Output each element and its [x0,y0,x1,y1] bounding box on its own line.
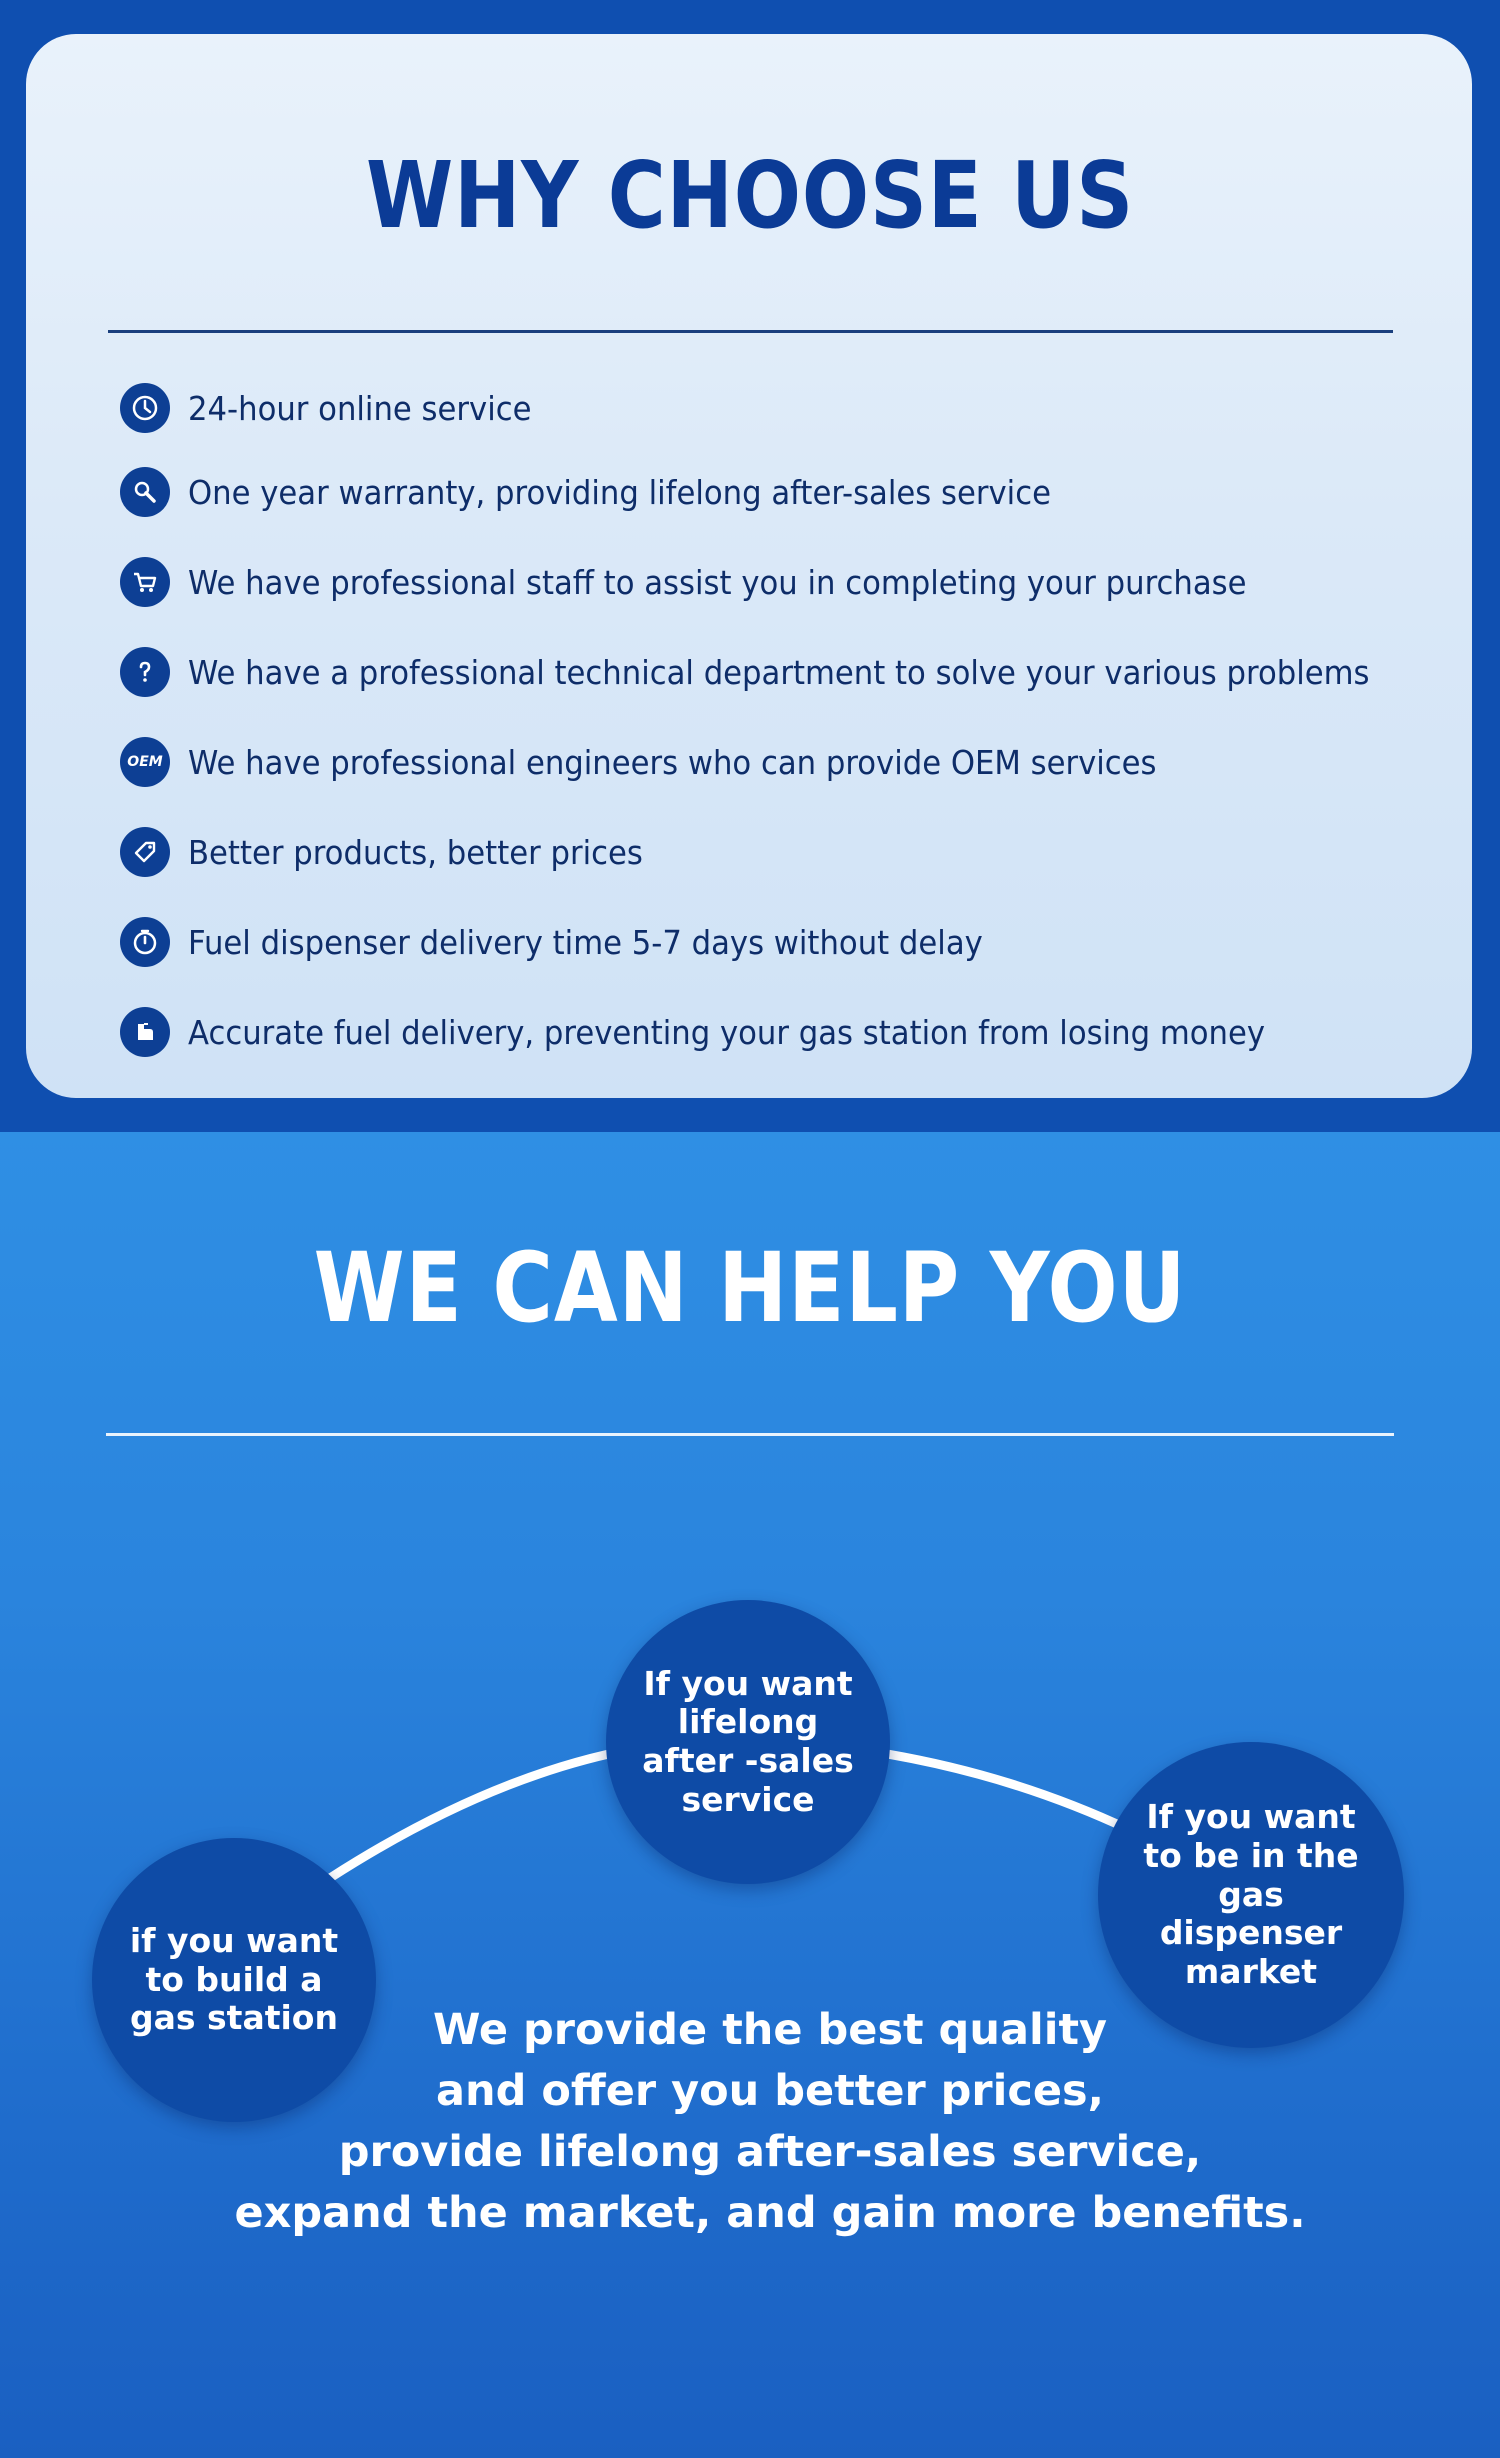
feature-text: 24-hour online service [188,388,532,428]
bubble-dispenser-market: If you want to be in the gas dispenser m… [1098,1742,1404,2048]
feature-text: We have professional staff to assist you… [188,562,1247,602]
feature-item-delivery-time: Fuel dispenser delivery time 5-7 days wi… [120,912,1420,972]
feature-item-accurate-fuel: Accurate fuel delivery, preventing your … [120,1002,1420,1062]
oem-icon: OEM [120,737,170,787]
why-choose-us-title: WHY CHOOSE US [365,142,1135,249]
summary-line: We provide the best quality [432,2005,1108,2055]
summary-line: expand the market, and gain more benefit… [234,2188,1306,2239]
clock-icon [120,383,170,433]
feature-text: We have a professional technical departm… [188,652,1370,692]
feature-text: Accurate fuel delivery, preventing your … [188,1012,1265,1052]
summary-line: and offer you better prices, [436,2066,1104,2117]
feature-item-technical: We have a professional technical departm… [120,642,1420,702]
feature-text: Better products, better prices [188,832,643,872]
feature-text: Fuel dispenser delivery time 5-7 days wi… [188,922,983,962]
bubble-text: if you want to build a gas station [129,1921,339,2038]
bubble-text: If you want lifelong after -sales servic… [642,1663,854,1819]
question-icon [120,647,170,697]
price-tag-icon [120,827,170,877]
feature-item-prices: Better products, better prices [120,822,1420,882]
feature-text: One year warranty, providing lifelong af… [188,472,1051,512]
feature-item-staff: We have professional staff to assist you… [120,552,1420,612]
feature-text: We have professional engineers who can p… [188,742,1157,782]
bubble-text: If you want to be in the gas dispenser m… [1143,1797,1359,1991]
we-can-help-you-title: WE CAN HELP YOU [313,1232,1187,1344]
help-title-divider [106,1433,1394,1436]
summary-line: provide lifelong after-sales service, [338,2127,1202,2178]
fuel-nozzle-icon [120,1007,170,1057]
feature-item-online-service: 24-hour online service [120,378,1420,438]
title-divider [108,330,1393,333]
feature-item-oem: OEM We have professional engineers who c… [120,732,1420,792]
why-choose-us-card [26,34,1472,1098]
timer-icon [120,917,170,967]
feature-item-warranty: One year warranty, providing lifelong af… [120,462,1420,522]
help-summary: We provide the best quality and offer yo… [200,2000,1340,2244]
bubble-build-station: if you want to build a gas station [92,1838,376,2122]
cart-icon [120,557,170,607]
wrench-icon [120,467,170,517]
bubble-after-sales: If you want lifelong after -sales servic… [606,1600,890,1884]
